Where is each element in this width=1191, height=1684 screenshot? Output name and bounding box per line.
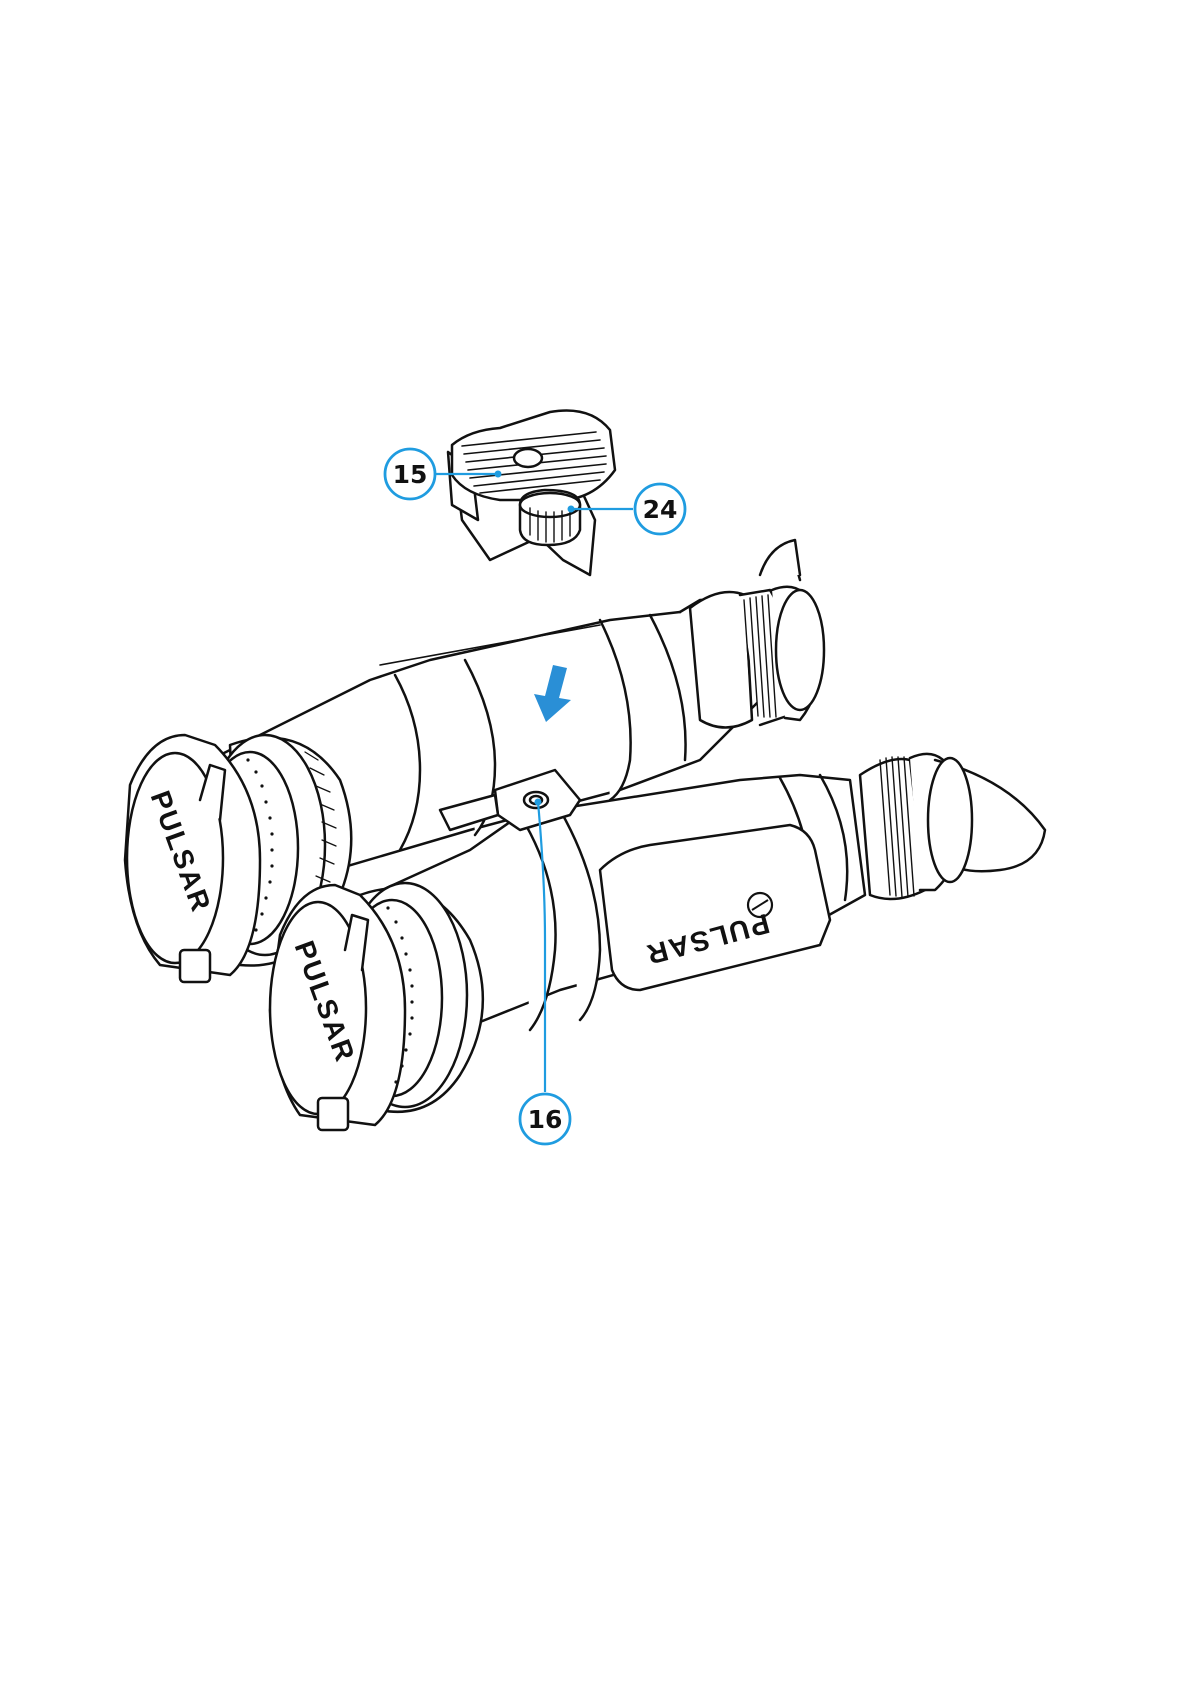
adapter-screw-hole (514, 449, 542, 467)
callout-16-label: 16 (528, 1105, 563, 1134)
upper-eyepiece (690, 540, 824, 728)
callout-16: 16 (520, 1094, 570, 1144)
lower-body-panel (600, 825, 830, 990)
callout-24: 24 (635, 484, 685, 534)
callout-15: 15 (385, 449, 435, 499)
lower-objective (270, 883, 483, 1130)
upper-cap-tab (180, 950, 210, 982)
lower-cap-tab (318, 1098, 348, 1130)
adapter-knob (520, 490, 580, 545)
lower-eyepiece (860, 754, 1045, 899)
callout-15-label: 15 (393, 460, 428, 489)
tripod-adapter (448, 410, 615, 575)
binocular-drawing (125, 410, 1045, 1130)
callout-24-label: 24 (643, 495, 678, 524)
